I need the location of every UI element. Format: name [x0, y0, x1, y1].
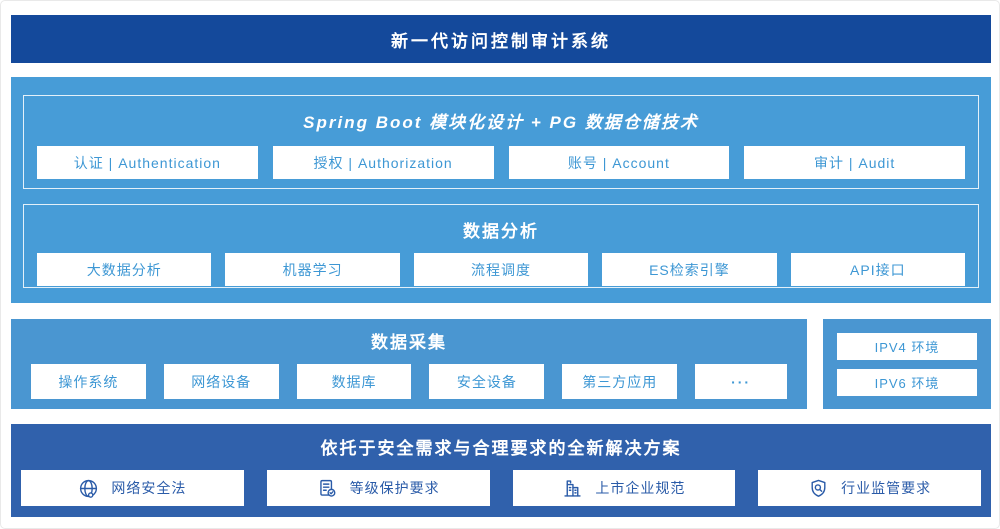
module-box-authorization: 授权 | Authorization [272, 146, 494, 179]
collection-box-thirdparty: 第三方应用 [562, 364, 678, 399]
building-icon [564, 479, 582, 497]
solution-block: 依托于安全需求与合理要求的全新解决方案 网络安全法 等级保护要求 [11, 424, 991, 517]
analysis-box-bigdata: 大数据分析 [37, 253, 212, 286]
solution-label: 等级保护要求 [349, 480, 440, 496]
collection-box-security: 安全设备 [429, 364, 545, 399]
collection-block: 数据采集 操作系统 网络设备 数据库 安全设备 第三方应用 ··· [11, 319, 807, 409]
analysis-box-ml: 机器学习 [225, 253, 400, 286]
env-box-ipv6: IPV6 环境 [837, 368, 977, 396]
platform-block: Spring Boot 模块化设计 + PG 数据仓储技术 认证 | Authe… [11, 77, 991, 303]
module-layer-title: Spring Boot 模块化设计 + PG 数据仓储技术 [303, 113, 699, 132]
solution-box-industry-regulation: 行业监管要求 [758, 470, 981, 506]
collection-box-database: 数据库 [296, 364, 412, 399]
collection-box-more: ··· [695, 364, 787, 399]
env-box-ipv4: IPV4 环境 [837, 332, 977, 360]
solution-label: 上市企业规范 [595, 480, 686, 496]
shield-search-icon [811, 479, 826, 497]
system-title-banner: 新一代访问控制审计系统 [11, 15, 991, 63]
solution-box-listed-company: 上市企业规范 [512, 470, 736, 506]
analysis-layer-row: 大数据分析 机器学习 流程调度 ES检索引擎 API接口 [24, 253, 978, 286]
module-box-account: 账号 | Account [508, 146, 730, 179]
solution-row: 网络安全法 等级保护要求 上市企业规范 [11, 470, 991, 506]
module-layer: Spring Boot 模块化设计 + PG 数据仓储技术 认证 | Authe… [23, 95, 979, 189]
collection-box-os: 操作系统 [31, 364, 146, 399]
system-title: 新一代访问控制审计系统 [391, 31, 611, 51]
analysis-layer: 数据分析 大数据分析 机器学习 流程调度 ES检索引擎 API接口 [23, 204, 979, 288]
module-box-authentication: 认证 | Authentication [37, 146, 258, 179]
module-box-audit: 审计 | Audit [744, 146, 965, 179]
document-check-icon [319, 479, 336, 497]
analysis-layer-title: 数据分析 [463, 222, 539, 241]
solution-title: 依托于安全需求与合理要求的全新解决方案 [320, 439, 682, 458]
analysis-box-es: ES检索引擎 [602, 253, 777, 286]
solution-label: 行业监管要求 [841, 480, 932, 496]
analysis-box-workflow: 流程调度 [413, 253, 589, 286]
solution-label: 网络安全法 [111, 480, 187, 496]
solution-box-cybersecurity-law: 网络安全法 [21, 470, 244, 506]
solution-box-graded-protection: 等级保护要求 [266, 470, 490, 506]
environment-panel: IPV4 环境 IPV6 环境 [823, 319, 991, 409]
collection-box-network: 网络设备 [163, 364, 279, 399]
analysis-box-api: API接口 [790, 253, 966, 286]
collection-row: 操作系统 网络设备 数据库 安全设备 第三方应用 ··· [11, 364, 807, 399]
module-layer-row: 认证 | Authentication 授权 | Authorization 账… [24, 146, 978, 179]
collection-title: 数据采集 [371, 333, 447, 352]
globe-icon [80, 479, 98, 498]
